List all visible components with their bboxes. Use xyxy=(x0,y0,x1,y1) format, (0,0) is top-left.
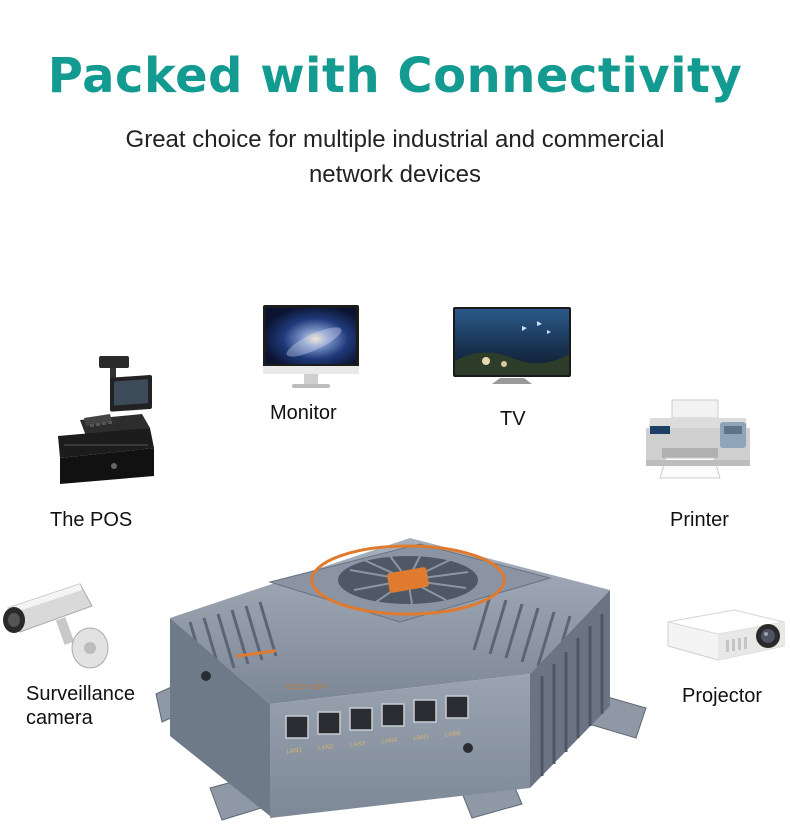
pos-label: The POS xyxy=(50,509,133,531)
surveillance-label: Surveillance camera xyxy=(26,682,135,730)
tv-icon xyxy=(453,307,571,384)
tv-label: TV xyxy=(500,408,526,430)
monitor-label: Monitor xyxy=(270,402,337,424)
printer-label: Printer xyxy=(670,509,729,531)
projector-label: Projector xyxy=(682,685,763,707)
monitor-icon xyxy=(263,305,359,388)
mini-pc-device xyxy=(155,538,647,821)
surveillance-label-line-2: camera xyxy=(26,707,93,729)
surveillance-label-line-1: Surveillance xyxy=(26,683,135,705)
printer-icon xyxy=(646,399,750,479)
page-subtitle: Great choice for multiple industrial and… xyxy=(95,122,695,192)
subtitle-line-1: Great choice for multiple industrial and… xyxy=(125,126,665,153)
power-input-label: DC12V-19V xyxy=(286,683,326,691)
page-title: Packed with Connectivity xyxy=(47,48,743,104)
subtitle-line-2: network devices xyxy=(308,161,482,188)
projector-icon xyxy=(667,609,785,661)
surveillance-camera-icon xyxy=(3,583,109,669)
pos-terminal-icon xyxy=(58,356,154,484)
